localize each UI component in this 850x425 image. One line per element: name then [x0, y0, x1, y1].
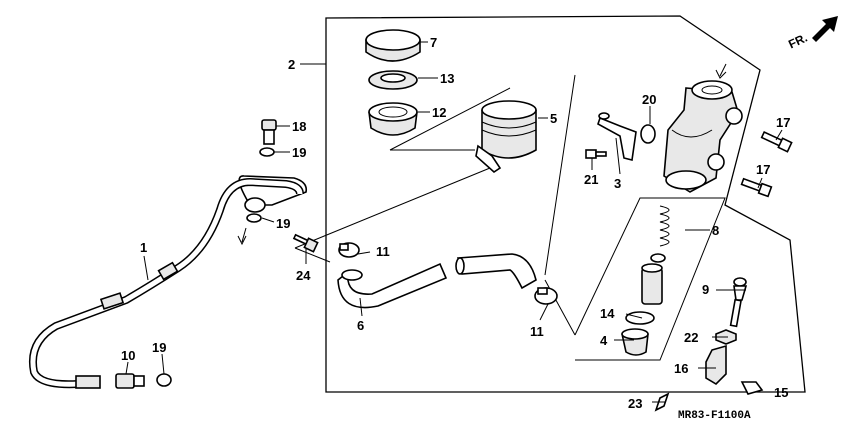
sealing-washer-lower [156, 373, 172, 387]
sealing-washer-upper [259, 147, 275, 157]
reservoir-plate [368, 70, 418, 90]
callout-9: 9 [702, 282, 709, 297]
callout-4: 4 [600, 333, 608, 348]
callout-8: 8 [712, 223, 719, 238]
callout-18: 18 [292, 119, 306, 134]
clevis [705, 344, 727, 386]
callout-11-lower: 11 [530, 324, 544, 339]
hose-group-line [294, 167, 491, 263]
callout-10: 10 [121, 348, 135, 363]
diagram-code: MR83-F1100A [678, 410, 751, 422]
push-rod [729, 277, 748, 328]
reservoir-diaphragm [368, 102, 418, 136]
master-cylinder-body [663, 80, 743, 193]
front-label: FR. [786, 31, 809, 52]
clutch-hose [29, 175, 308, 389]
o-ring [640, 124, 656, 144]
callout-1: 1 [140, 240, 147, 255]
callout-19-lower: 19 [152, 340, 166, 355]
callout-6: 6 [357, 318, 364, 333]
callout-22: 22 [684, 330, 698, 345]
hose-clip-lower [534, 287, 558, 305]
callout-21: 21 [584, 172, 598, 187]
sealing-washer-middle [246, 213, 262, 223]
reservoir-bolt [292, 233, 319, 253]
mount-bolt-lower [740, 177, 773, 198]
callout-13: 13 [440, 71, 454, 86]
reservoir-cap [365, 29, 421, 62]
callout-15: 15 [774, 385, 788, 400]
piston-boot [621, 328, 649, 356]
callout-17-upper: 17 [776, 115, 790, 130]
callout-16: 16 [674, 361, 688, 376]
piston-set [641, 205, 670, 305]
joint-screw [585, 149, 607, 159]
callout-19-middle: 19 [276, 216, 290, 231]
front-direction-arrow-icon [812, 16, 838, 42]
hose-union [115, 373, 145, 389]
callout-11-upper: 11 [376, 244, 390, 259]
flow-arrows [237, 63, 727, 246]
hose-clip-upper [338, 242, 360, 258]
mount-bolt-upper [760, 130, 793, 153]
callout-24: 24 [296, 268, 311, 283]
leader-lines [125, 41, 783, 403]
clevis-clip [740, 381, 764, 395]
callout-20: 20 [642, 92, 656, 107]
hose-joint [597, 112, 637, 161]
reservoir-hose [337, 253, 537, 309]
piston-group-line [574, 197, 726, 361]
reservoir-tank [475, 100, 537, 174]
reservoir-group-line [389, 87, 511, 151]
callout-12: 12 [432, 105, 446, 120]
callout-14: 14 [600, 306, 615, 321]
callout-2: 2 [288, 57, 295, 72]
callout-7: 7 [430, 35, 437, 50]
callout-3: 3 [614, 176, 621, 191]
oil-bolt [261, 119, 277, 145]
callout-5: 5 [550, 111, 557, 126]
callout-19-upper: 19 [292, 145, 306, 160]
assembly-outline [325, 15, 806, 393]
callout-23: 23 [628, 396, 642, 411]
callout-17-lower: 17 [756, 162, 770, 177]
